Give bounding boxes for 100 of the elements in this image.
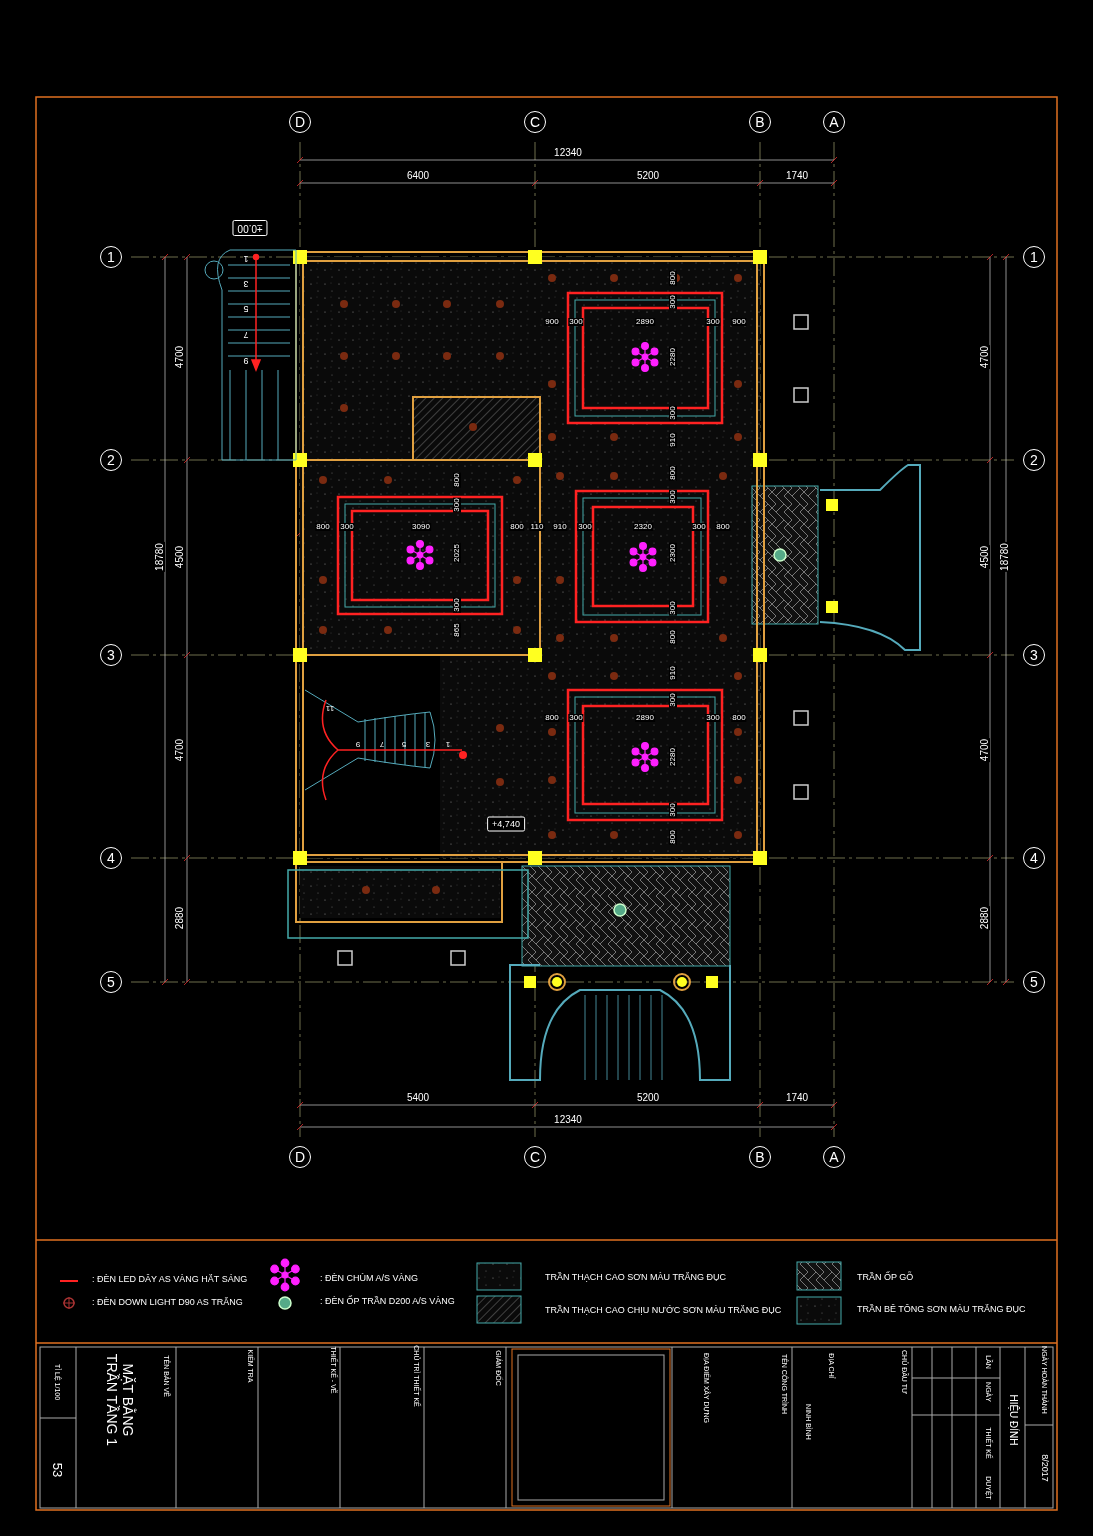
dimension-text: 2890	[635, 714, 655, 722]
dimension-text: 300	[691, 523, 707, 531]
dimension-text: 2880	[980, 905, 990, 931]
grid-axis-bubble: 4	[1023, 847, 1045, 869]
dimension-text: 1740	[784, 1093, 810, 1103]
step-number: 5	[401, 740, 407, 748]
level-tag: ±0.00	[232, 220, 268, 236]
grid-axis-bubble: 3	[1023, 644, 1045, 666]
dimension-text: 900	[544, 318, 560, 326]
level-tag: +4,740	[487, 816, 525, 832]
dimension-text: 4700	[175, 344, 185, 370]
dimension-text: 2280	[669, 747, 677, 767]
grid-axis-bubble: 2	[1023, 449, 1045, 471]
dimension-text: 5200	[635, 1093, 661, 1103]
dimension-text: 3090	[411, 523, 431, 531]
dimension-text: 300	[453, 597, 461, 613]
legend-text: TRẦN BÊ TÔNG SƠN MÀU TRẮNG ĐỤC	[857, 1305, 1026, 1314]
step-number: 1	[243, 253, 249, 263]
dimension-text: 2300	[669, 543, 677, 563]
grid-axis-bubble: 2	[100, 449, 122, 471]
dimension-text: 800	[544, 714, 560, 722]
step-number: 9	[355, 740, 361, 748]
title-block-label: 8/2017	[1039, 1454, 1049, 1482]
dimension-text: 800	[715, 523, 731, 531]
dimension-text: 18780	[155, 542, 165, 572]
dimension-text: 2280	[669, 347, 677, 367]
dimension-text: 300	[669, 489, 677, 505]
dimension-text: 910	[552, 523, 568, 531]
grid-axis-bubble: 4	[100, 847, 122, 869]
dimension-text: 2880	[175, 905, 185, 931]
title-block-label: HIỆU ĐÍNH	[1008, 1394, 1018, 1446]
drawing-title: MẶT BẰNG TRẦN TẦNG 1	[103, 1352, 137, 1449]
dimension-text: 4500	[175, 544, 185, 570]
grid-axis-bubble: B	[749, 111, 771, 133]
legend-text: TRẦN THẠCH CAO CHỊU NƯỚC SƠN MÀU TRẮNG ĐỤC	[545, 1306, 782, 1315]
grid-axis-bubble: C	[524, 1146, 546, 1168]
grid-axis-bubble: B	[749, 1146, 771, 1168]
dimension-text: 1740	[784, 171, 810, 181]
dimension-text: 910	[669, 665, 677, 681]
dimension-text: 800	[669, 465, 677, 481]
dimension-text: 110	[529, 523, 545, 531]
sheet-number: 53	[50, 1462, 64, 1478]
dimension-text: 800	[669, 629, 677, 645]
dimension-text: 800	[669, 829, 677, 845]
dimension-text: 800	[315, 523, 331, 531]
dimension-text: 300	[577, 523, 593, 531]
dimension-text: 800	[731, 714, 747, 722]
dimension-text: 800	[453, 472, 461, 488]
dimension-text: 900	[731, 318, 747, 326]
grid-axis-bubble: 5	[1023, 971, 1045, 993]
grid-axis-bubble: D	[289, 1146, 311, 1168]
dimension-text: 2890	[635, 318, 655, 326]
dimension-text: 865	[453, 622, 461, 638]
grid-axis-bubble: C	[524, 111, 546, 133]
grid-axis-bubble: D	[289, 111, 311, 133]
grid-axis-bubble: A	[823, 111, 845, 133]
dimension-text: 5200	[635, 171, 661, 181]
step-number: 1	[445, 740, 451, 748]
legend-text: TRẦN ỐP GỖ	[857, 1273, 914, 1282]
legend-text: TRẦN THẠCH CAO SƠN MÀU TRẮNG ĐỤC	[545, 1273, 726, 1282]
dimension-text: 4500	[980, 544, 990, 570]
legend-text: : ĐÈN CHÙM A/S VÀNG	[320, 1274, 418, 1283]
dimension-text: 5400	[405, 1093, 431, 1103]
dimension-text: 300	[705, 318, 721, 326]
step-number: 7	[379, 740, 385, 748]
dimension-text: 300	[568, 714, 584, 722]
dimension-text: 4700	[980, 344, 990, 370]
dimension-text: 18780	[1000, 542, 1010, 572]
dimension-text: 4700	[175, 737, 185, 763]
step-number: 7	[243, 329, 249, 339]
step-number: 3	[425, 740, 431, 748]
dimension-text: 300	[339, 523, 355, 531]
dimension-text: 6400	[405, 171, 431, 181]
dimension-text: 12340	[553, 1115, 583, 1125]
grid-axis-bubble: 3	[100, 644, 122, 666]
grid-axis-bubble: 5	[100, 971, 122, 993]
dimension-text: 12340	[553, 148, 583, 158]
dimension-text: 300	[669, 692, 677, 708]
step-number: 9	[243, 355, 249, 365]
dimension-text: 800	[669, 270, 677, 286]
dimension-text: 2320	[633, 523, 653, 531]
dimension-text: 300	[568, 318, 584, 326]
step-number: 11	[325, 704, 335, 712]
legend-text: : ĐÈN DOWN LIGHT D90 AS TRẮNG	[92, 1298, 243, 1307]
grid-axis-bubble: 1	[1023, 246, 1045, 268]
dimension-text: 300	[669, 294, 677, 310]
step-number: 3	[243, 278, 249, 288]
dimension-text: 300	[453, 497, 461, 513]
dimension-text: 910	[669, 432, 677, 448]
legend-text: : ĐÈN LED DÂY AS VÀNG HẮT SÁNG	[92, 1275, 248, 1284]
dimension-text: 300	[705, 714, 721, 722]
dimension-text: 2025	[453, 543, 461, 563]
dimension-text: 300	[669, 405, 677, 421]
legend-text: : ĐÈN ỐP TRẦN D200 A/S VÀNG	[320, 1297, 455, 1306]
grid-axis-bubble: A	[823, 1146, 845, 1168]
dimension-text: 300	[669, 802, 677, 818]
step-number: 5	[243, 303, 249, 313]
dimension-text: 800	[509, 523, 525, 531]
grid-axis-bubble: 1	[100, 246, 122, 268]
dimension-text: 300	[669, 600, 677, 616]
